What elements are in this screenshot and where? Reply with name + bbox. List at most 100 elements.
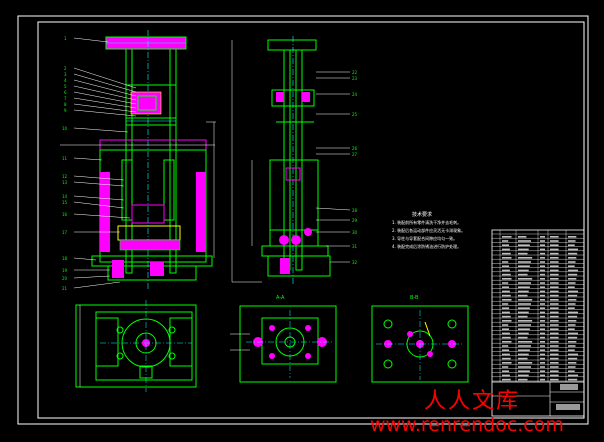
parts-list-entry-mark [502,349,510,351]
svg-text:7: 7 [64,96,67,101]
svg-text:12: 12 [62,174,68,179]
parts-list-entry-mark [550,320,559,322]
parts-list-entry-mark [518,244,530,246]
parts-list-entry-mark [568,257,577,259]
parts-list-entry-mark [568,244,575,246]
parts-list-entry-mark [550,240,559,242]
parts-list-entry-mark [518,311,529,314]
svg-text:30: 30 [352,230,358,235]
parts-list-entry-mark [502,294,511,297]
parts-list-entry-mark [550,282,559,284]
parts-list-entry-mark [568,315,578,318]
title-block [491,229,585,417]
svg-text:9: 9 [64,108,67,113]
svg-text:13: 13 [62,180,68,185]
parts-list-entry-mark [540,378,546,381]
parts-list-entry-mark [518,370,530,372]
parts-list-entry-mark [540,299,546,301]
parts-list-entry-mark [568,332,578,335]
parts-list-entry-mark [518,362,533,364]
parts-list-entry-mark [568,345,576,347]
parts-list-entry-mark [502,265,510,267]
svg-text:29: 29 [352,218,358,223]
section-b-b-view: B-B [371,295,469,383]
parts-list-entry-mark [502,248,510,251]
parts-list-entry-mark [518,257,533,259]
parts-list-entry-mark [568,307,575,309]
parts-list-entry-mark [502,341,512,343]
parts-list-entry-mark [502,357,511,360]
parts-list-entry-mark [540,345,546,347]
svg-text:3: 3 [64,72,67,77]
parts-list-entry-mark [550,294,559,297]
parts-list-entry-mark [518,349,530,351]
parts-list-entry-mark [550,328,559,330]
svg-text:10: 10 [62,126,68,131]
parts-list-entry-mark [550,341,559,343]
parts-list-entry-mark [540,240,546,242]
parts-list-entry-mark [550,252,559,255]
parts-list-entry-mark [540,366,546,368]
parts-list-entry-mark [502,324,509,326]
parts-list-entry-mark [550,362,559,364]
parts-list-entry-mark [568,366,576,368]
parts-list-entry-mark [502,370,510,372]
parts-list-entry-mark [502,311,510,314]
parts-list-entry-mark [518,269,529,272]
parts-list-entry-mark [568,299,577,301]
parts-list-entry-mark [518,345,532,347]
parts-list-entry-mark [550,261,559,263]
parts-list-entry-mark [518,290,529,293]
top-view [75,300,197,392]
parts-list-entry-mark [518,307,530,309]
parts-list-entry-mark [550,311,559,314]
parts-list-entry-mark [550,269,559,272]
svg-text:23: 23 [352,76,358,81]
notes-title: 技术要求 [412,211,432,218]
parts-list-entry-mark [568,357,578,360]
parts-list-entry-mark [540,357,546,360]
parts-list-entry-mark [540,353,546,356]
watermark-url: www.renrendoc.com [370,414,564,436]
parts-list-entry-mark [550,353,559,356]
parts-list-entry-mark [550,336,559,339]
parts-list-entry-mark [540,244,546,246]
inner-frame [37,21,585,419]
parts-list-entry-mark [550,257,559,259]
parts-list-entry-mark [550,378,559,381]
parts-list-entry-mark [568,294,578,297]
parts-list-entry-mark [518,332,529,335]
parts-list-entry-mark [568,374,578,377]
parts-list-entry-mark [540,341,546,343]
parts-list-entry-mark [540,320,546,322]
parts-list-entry-mark [568,336,578,339]
parts-list-entry-mark [518,299,533,301]
svg-text:11: 11 [62,156,68,161]
parts-list-entry-mark [540,324,546,326]
parts-list-entry-mark [568,303,576,305]
note-1: 1. 装配前所有零件清洗干净并去毛刺。 [392,219,461,225]
parts-list-entry-mark [502,290,510,293]
parts-list-entry-mark [518,353,529,356]
section-b-b-label: B-B [410,295,419,301]
parts-list-entry-mark [502,328,510,330]
parts-list-entry-mark [502,315,511,318]
parts-list-entry-mark [568,324,576,326]
parts-list-entry-mark [550,273,559,276]
parts-list-entry-mark [518,265,530,267]
parts-list-entry-mark [518,240,532,242]
parts-list-entry-mark [568,248,578,251]
parts-list-entry-mark [518,336,528,339]
parts-list-entry-mark [518,315,528,318]
parts-list-entry-mark [518,341,533,343]
parts-list-entry-mark [518,261,532,263]
parts-list-entry-mark [550,349,559,351]
parts-list-entry-mark [540,248,546,251]
svg-text:32: 32 [352,260,358,265]
svg-text:14: 14 [62,194,68,199]
svg-text:26: 26 [352,146,358,151]
parts-list-entry-mark [550,370,559,372]
parts-list-entry-mark [540,282,546,284]
parts-list-entry-mark [518,324,532,326]
parts-list-entry-mark [568,353,578,356]
